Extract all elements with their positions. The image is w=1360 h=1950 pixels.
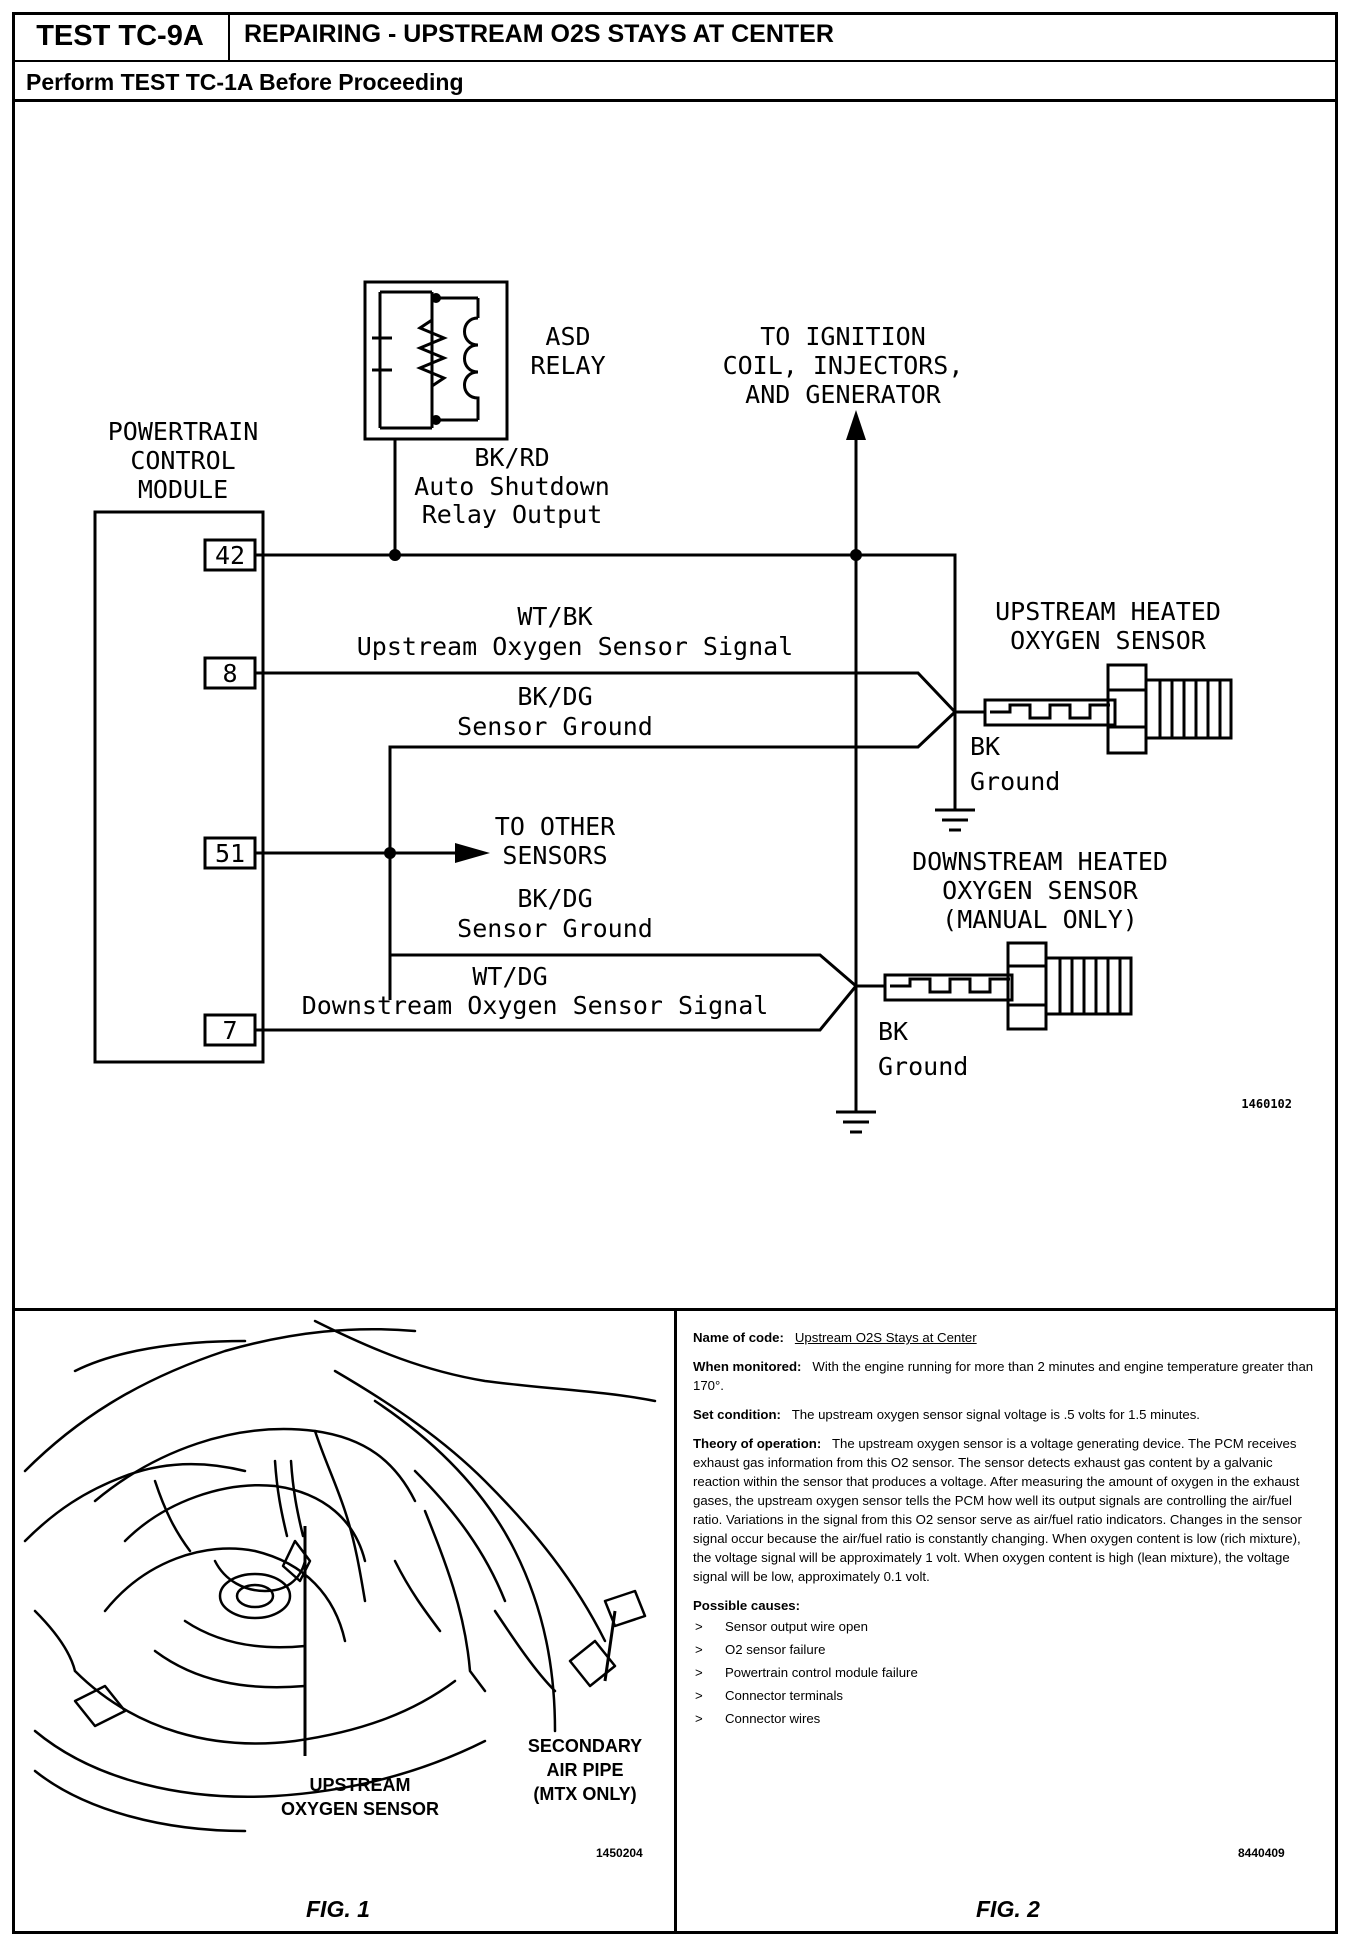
fig2-description: Name of code: Upstream O2S Stays at Cent…: [693, 1328, 1318, 1730]
downstream-sensor-label-1: DOWNSTREAM HEATED: [912, 847, 1168, 876]
downstream-sensor-thread: [1044, 956, 1133, 1016]
bullet-marker: >: [695, 1642, 703, 1657]
callout-upstream-sensor: UPSTREAM OXYGEN SENSOR: [255, 1773, 465, 1821]
cause-text: Connector terminals: [725, 1688, 844, 1703]
ignition-label-2: COIL, INJECTORS,: [723, 351, 964, 380]
pcm-label-2: CONTROL: [130, 446, 235, 475]
upstream-signal-name: Upstream Oxygen Sensor Signal: [357, 632, 794, 661]
callout-upstream-sensor-line-2: OXYGEN SENSOR: [280, 1799, 440, 1819]
other-sensors-arrow: [455, 843, 490, 863]
fig1-label: FIG. 1: [306, 1896, 370, 1922]
cause-item: > O2 sensor failure: [693, 1638, 1318, 1661]
fig2-figure-ref: 8440409: [1238, 1846, 1285, 1860]
pin-8: 8: [222, 659, 237, 688]
code-name-key: Name of code:: [693, 1330, 784, 1345]
pcm-label-1: POWERTRAIN: [108, 417, 259, 446]
upstream-ground-color: BK/DG: [517, 682, 592, 711]
asd-output-name-2: Relay Output: [422, 500, 603, 529]
set-condition-key: Set condition:: [693, 1407, 781, 1422]
cause-text: Connector wires: [725, 1711, 821, 1726]
callout-upstream-sensor-line-1: UPSTREAM: [309, 1775, 411, 1795]
theory-row: Theory of operation: The upstream oxygen…: [693, 1434, 1318, 1586]
code-name-row: Name of code: Upstream O2S Stays at Cent…: [693, 1328, 1318, 1347]
bullet-marker: >: [695, 1619, 703, 1634]
downstream-signal-name: Downstream Oxygen Sensor Signal: [302, 991, 769, 1020]
schematic-figure-ref: 1460102: [1241, 1097, 1292, 1111]
downstream-sensor-ground-name: Ground: [878, 1052, 968, 1081]
ignition-label-3: AND GENERATOR: [745, 380, 942, 409]
set-condition-row: Set condition: The upstream oxygen senso…: [693, 1405, 1318, 1424]
bullet-marker: >: [695, 1688, 703, 1703]
theory-key: Theory of operation:: [693, 1436, 822, 1451]
bullet-marker: >: [695, 1665, 703, 1680]
callout-air-pipe-line-1: SECONDARY: [527, 1736, 643, 1756]
callout-air-pipe-line-2: AIR PIPE: [546, 1760, 624, 1780]
ignition-arrow: [846, 410, 866, 440]
theory-value: The upstream oxygen sensor is a voltage …: [693, 1436, 1302, 1584]
when-monitored-key: When monitored:: [693, 1359, 802, 1374]
fig2-label: FIG. 2: [976, 1896, 1040, 1922]
upstream-sensor-ground-name: Ground: [970, 767, 1060, 796]
cause-item: > Connector wires: [693, 1707, 1318, 1730]
downstream-sensor-body: [1006, 941, 1048, 1031]
wiring-schematic: POWERTRAIN CONTROL MODULE 42 8 51 7 ASD …: [93, 280, 1292, 1134]
bullet-marker: >: [695, 1711, 703, 1726]
cause-item: > Powertrain control module failure: [693, 1661, 1318, 1684]
callout-air-pipe-line-3: (MTX ONLY): [533, 1784, 637, 1804]
asd-output-name-1: Auto Shutdown: [414, 472, 610, 501]
test-title: REPAIRING - UPSTREAM O2S STAYS AT CENTER: [244, 20, 834, 48]
pin-51: 51: [215, 839, 245, 868]
asd-relay-label-1: ASD: [545, 322, 590, 351]
figure-divider: [674, 1308, 677, 1934]
downstream-ground-color: BK/DG: [517, 884, 592, 913]
pin-7: 7: [222, 1016, 237, 1045]
asd-output-color: BK/RD: [474, 443, 549, 472]
asd-relay-label-2: RELAY: [530, 351, 605, 380]
prerequisite-bar: Perform TEST TC-1A Before Proceeding: [12, 62, 1338, 102]
fig1-figure-ref: 1450204: [596, 1846, 643, 1860]
possible-causes-list: > Sensor output wire open > O2 sensor fail…: [693, 1615, 1318, 1730]
pcm-label-3: MODULE: [138, 475, 228, 504]
downstream-sensor-label-2: OXYGEN SENSOR: [942, 876, 1139, 905]
code-name-value: Upstream O2S Stays at Center: [794, 1330, 977, 1345]
possible-causes-heading: Possible causes:: [693, 1598, 801, 1613]
downstream-signal-color: WT/DG: [472, 962, 547, 991]
test-id: TEST TC-9A: [12, 12, 230, 60]
asd-relay-box: [363, 280, 509, 441]
other-sensors-1: TO OTHER: [495, 812, 616, 841]
pin-42: 42: [215, 541, 245, 570]
upstream-sensor-ground-color: BK: [970, 732, 1000, 761]
upstream-sensor-thread: [1144, 678, 1233, 740]
cause-item: > Sensor output wire open: [693, 1615, 1318, 1638]
when-monitored-value: With the engine running for more than 2 …: [693, 1359, 1314, 1393]
prerequisite-note: Perform TEST TC-1A Before Proceeding: [26, 69, 464, 95]
callout-secondary-air-pipe: SECONDARY AIR PIPE (MTX ONLY): [510, 1734, 660, 1806]
upstream-sensor-label-2: OXYGEN SENSOR: [1010, 626, 1207, 655]
downstream-sensor-ground-color: BK: [878, 1017, 908, 1046]
fig1-engine-illustration: [23, 1319, 657, 1833]
cause-text: O2 sensor failure: [725, 1642, 826, 1657]
header-bar: TEST TC-9A REPAIRING - UPSTREAM O2S STAY…: [12, 12, 1338, 62]
upstream-sensor-label-1: UPSTREAM HEATED: [995, 597, 1221, 626]
pcm-box: [93, 510, 265, 1064]
downstream-ground-name: Sensor Ground: [457, 914, 653, 943]
upstream-ground-name: Sensor Ground: [457, 712, 653, 741]
when-monitored-row: When monitored: With the engine running …: [693, 1357, 1318, 1395]
upstream-signal-color: WT/BK: [517, 602, 592, 631]
cause-item: > Connector terminals: [693, 1684, 1318, 1707]
set-condition-value: The upstream oxygen sensor signal voltag…: [791, 1407, 1200, 1422]
ignition-label-1: TO IGNITION: [760, 322, 926, 351]
cause-text: Sensor output wire open: [725, 1619, 868, 1634]
other-sensors-2: SENSORS: [502, 841, 607, 870]
cause-text: Powertrain control module failure: [725, 1665, 918, 1680]
downstream-sensor-label-3: (MANUAL ONLY): [942, 905, 1138, 934]
